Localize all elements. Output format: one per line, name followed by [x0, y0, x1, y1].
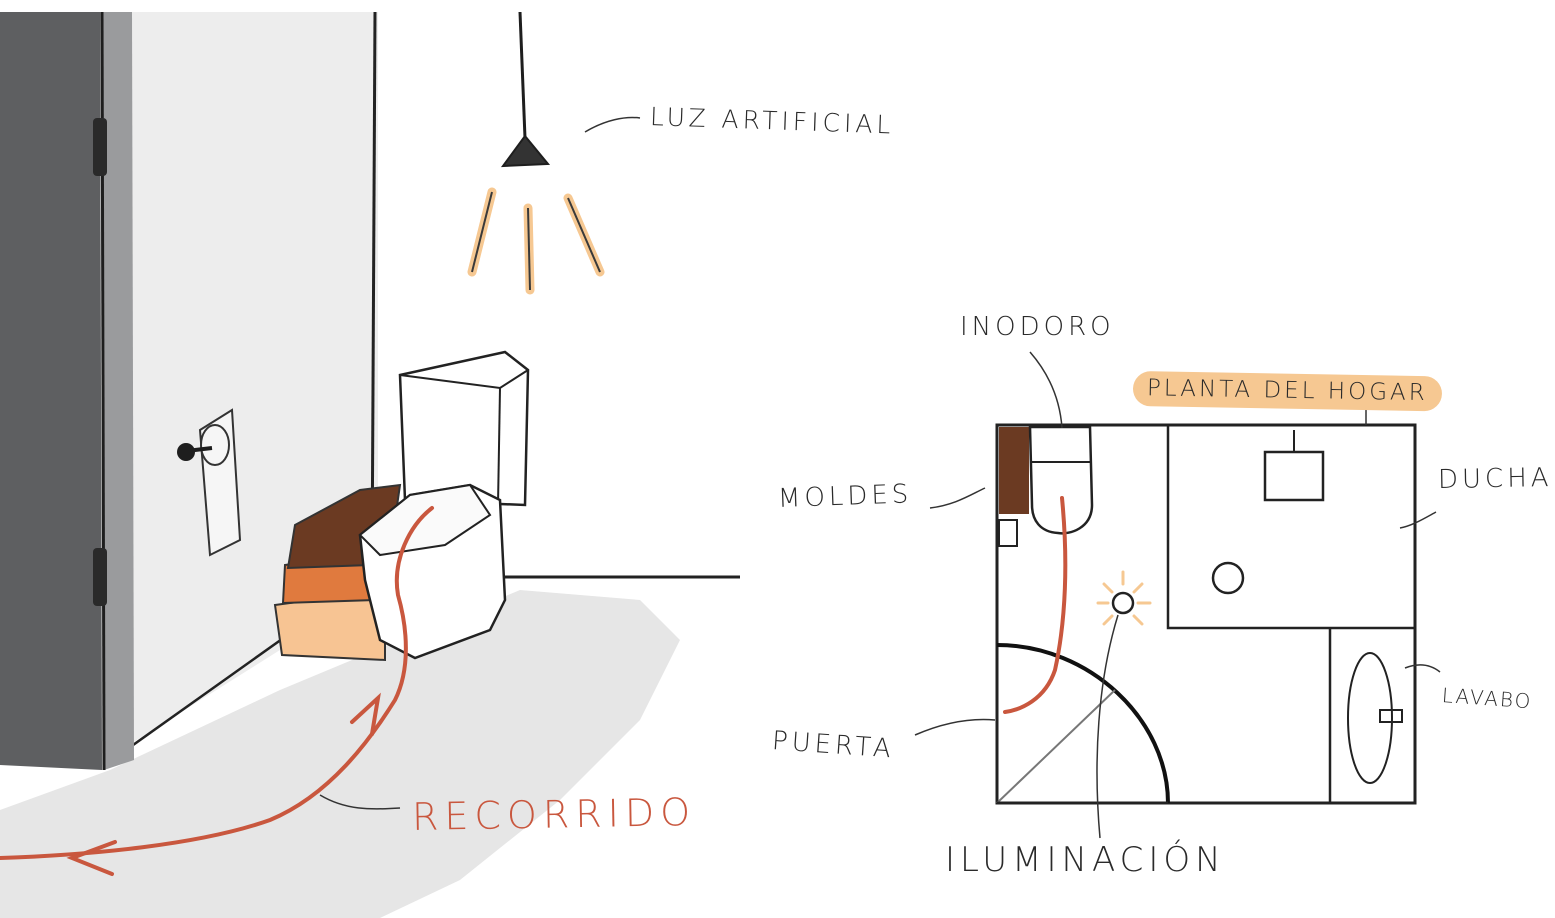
lamp-shade	[503, 136, 548, 166]
ceiling-lamp	[472, 12, 640, 290]
label-inodoro: INODORO	[960, 312, 1115, 342]
molde-peach	[275, 595, 385, 660]
label-recorrido: RECORRIDO	[412, 790, 697, 839]
room-perspective	[0, 12, 740, 918]
plan-small-box	[999, 520, 1017, 546]
plan-shower-drain	[1213, 563, 1243, 593]
plan-light-icon	[1098, 572, 1150, 624]
door	[0, 12, 102, 770]
lamp-cord	[520, 12, 525, 138]
plan-shower-head	[1265, 452, 1323, 500]
plan-molde	[999, 427, 1029, 514]
plan-sink	[1348, 653, 1392, 783]
label-moldes: MOLDES	[777, 479, 912, 514]
door-hinge-top	[93, 118, 107, 176]
label-ducha: DUCHA	[1438, 463, 1553, 495]
door-hinge-bottom	[93, 548, 107, 606]
moldes-leader	[930, 488, 985, 508]
plan-partition-shower	[1168, 425, 1415, 628]
ducha-leader	[1400, 512, 1436, 528]
toilet-tank	[400, 352, 528, 505]
puerta-leader	[915, 720, 995, 735]
luz-leader	[585, 118, 640, 132]
inodoro-leader	[1030, 352, 1062, 428]
lavabo-leader	[1405, 665, 1440, 672]
label-iluminacion: ILUMINACIÓN	[945, 840, 1226, 880]
label-planta-del-hogar: PLANTA DEL HOGAR	[1133, 371, 1442, 411]
plan-toilet	[1030, 427, 1092, 533]
iluminacion-leader	[1097, 615, 1118, 838]
floor-plan	[915, 352, 1440, 838]
